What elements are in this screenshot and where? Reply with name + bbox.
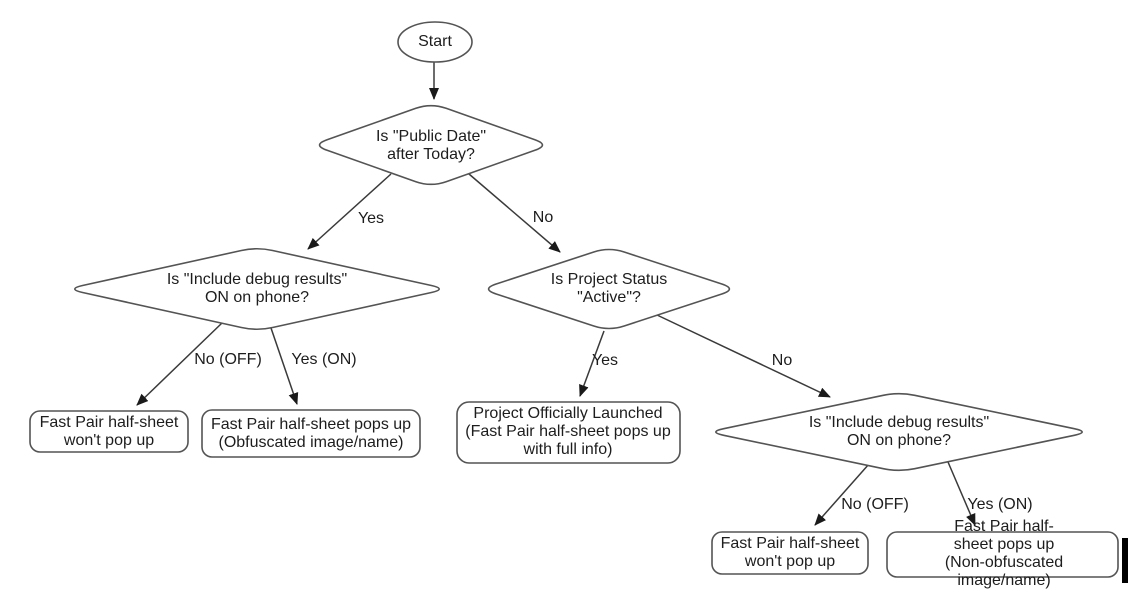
outcome-right-no-shape bbox=[711, 531, 869, 575]
outcome-right-yes-shape bbox=[886, 531, 1119, 578]
edge-project-status-no bbox=[656, 314, 831, 398]
start-node-shape bbox=[397, 21, 473, 63]
edge-debug-right-no-off bbox=[814, 463, 870, 526]
edge-public-date-yes bbox=[307, 173, 392, 250]
decision-project-status-shape bbox=[487, 248, 731, 330]
edge-project-status-yes bbox=[579, 330, 605, 397]
outcome-left-no-shape bbox=[29, 410, 189, 453]
decision-debug-left-shape bbox=[74, 247, 441, 331]
outcome-left-yes-shape bbox=[201, 409, 421, 458]
edge-debug-right-yes-on bbox=[947, 461, 976, 526]
decision-debug-right-shape bbox=[715, 392, 1083, 472]
outcome-middle-yes-shape bbox=[456, 401, 681, 464]
edge-debug-left-no-off bbox=[136, 322, 223, 406]
edge-debug-left-yes-on bbox=[270, 327, 299, 405]
decision-public-date-shape bbox=[318, 104, 544, 186]
text-cursor-artifact bbox=[1122, 538, 1128, 583]
edge-public-date-no bbox=[468, 173, 561, 253]
